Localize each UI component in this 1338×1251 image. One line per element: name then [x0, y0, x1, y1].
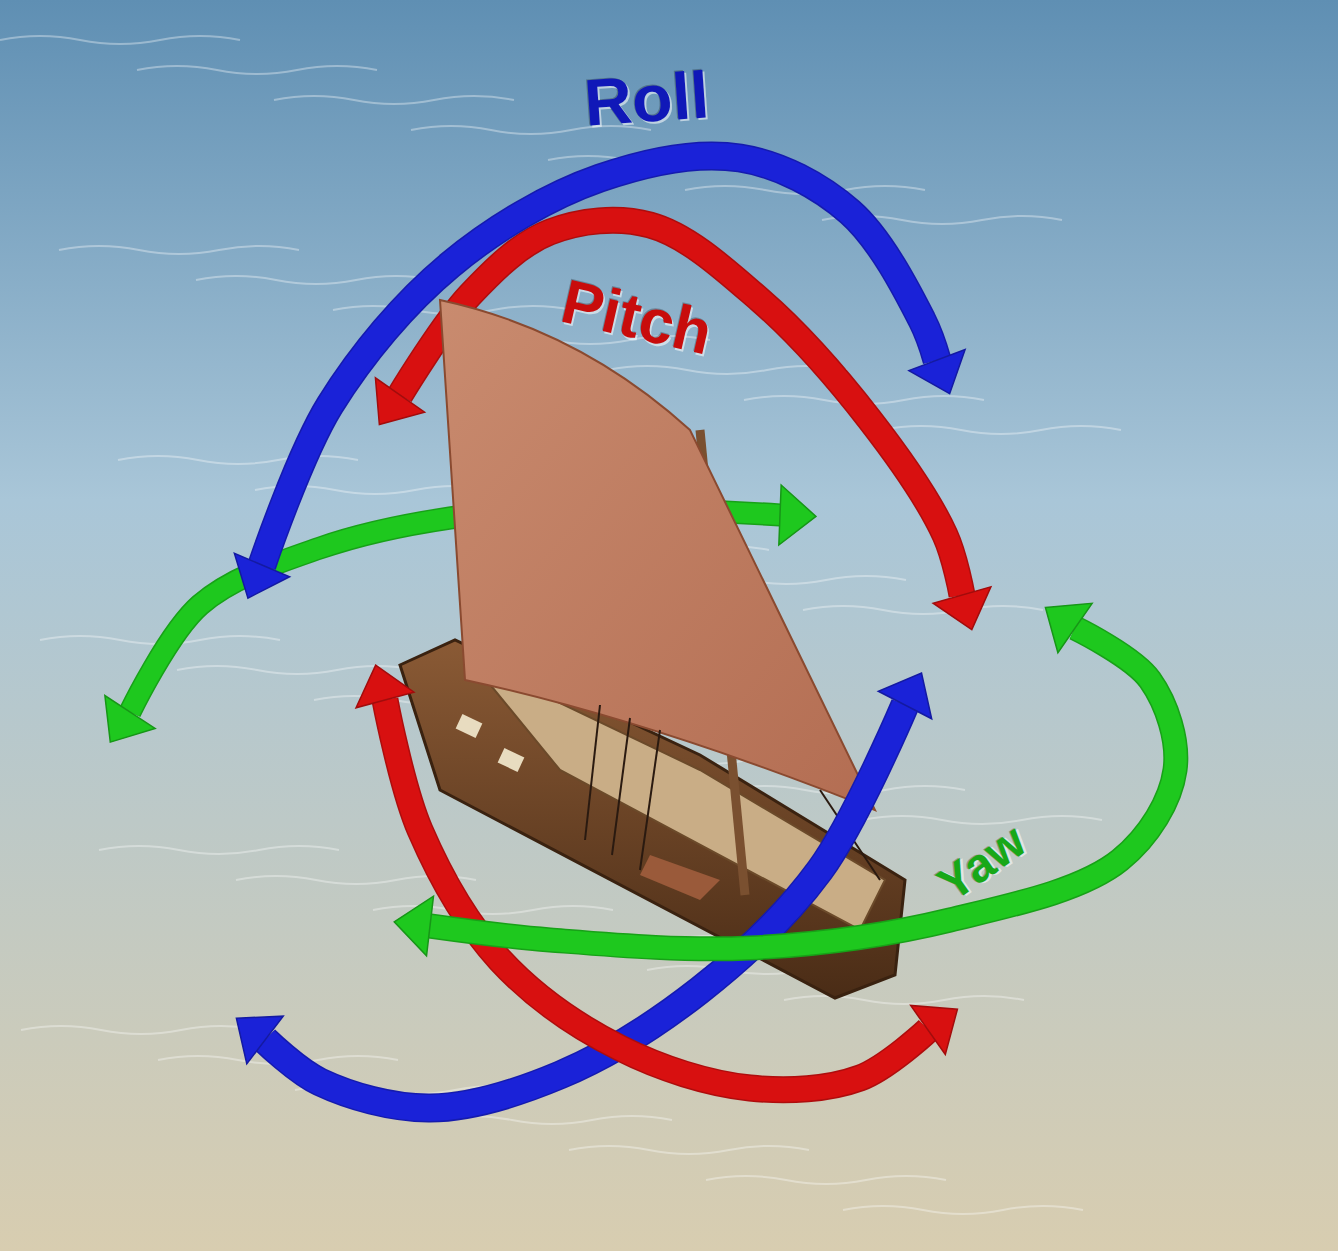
arrow-outline [265, 705, 905, 1108]
ripple [118, 456, 358, 464]
ripples [0, 36, 1121, 1214]
ripple [196, 276, 436, 284]
arrow-head [878, 673, 931, 719]
ripple [137, 66, 377, 74]
arrow-head [375, 378, 424, 425]
arrow-head [779, 485, 816, 545]
window [498, 748, 525, 772]
rotation-arrow [265, 705, 905, 1108]
ripple [803, 606, 1043, 614]
arrow-head [933, 587, 991, 630]
ripple [862, 816, 1102, 824]
arrow-head [236, 1016, 283, 1064]
ripple [881, 426, 1121, 434]
arrow-head [234, 553, 289, 598]
rotation-arrow [385, 700, 928, 1090]
ripple [0, 36, 240, 44]
arrow-head [356, 665, 414, 708]
rotation-arrow [430, 628, 1176, 949]
arrow-head [105, 696, 155, 743]
ripple [99, 846, 339, 854]
ripple [843, 1206, 1083, 1214]
ripple [274, 96, 514, 104]
window [456, 714, 483, 738]
sail [440, 300, 875, 810]
arrow-outline [430, 628, 1176, 949]
arrow-head [909, 349, 965, 393]
ripple [569, 1146, 809, 1154]
ripple [59, 246, 299, 254]
hatch [640, 855, 720, 900]
arrow-head [394, 896, 433, 956]
axis-label: Roll [582, 61, 711, 136]
ripple [784, 996, 1024, 1004]
boat [400, 300, 905, 998]
arrow-outline [385, 700, 928, 1090]
ripple [706, 1176, 946, 1184]
arrow-head [911, 1005, 958, 1054]
ripple [21, 1026, 261, 1034]
arrow-head [1045, 603, 1092, 652]
